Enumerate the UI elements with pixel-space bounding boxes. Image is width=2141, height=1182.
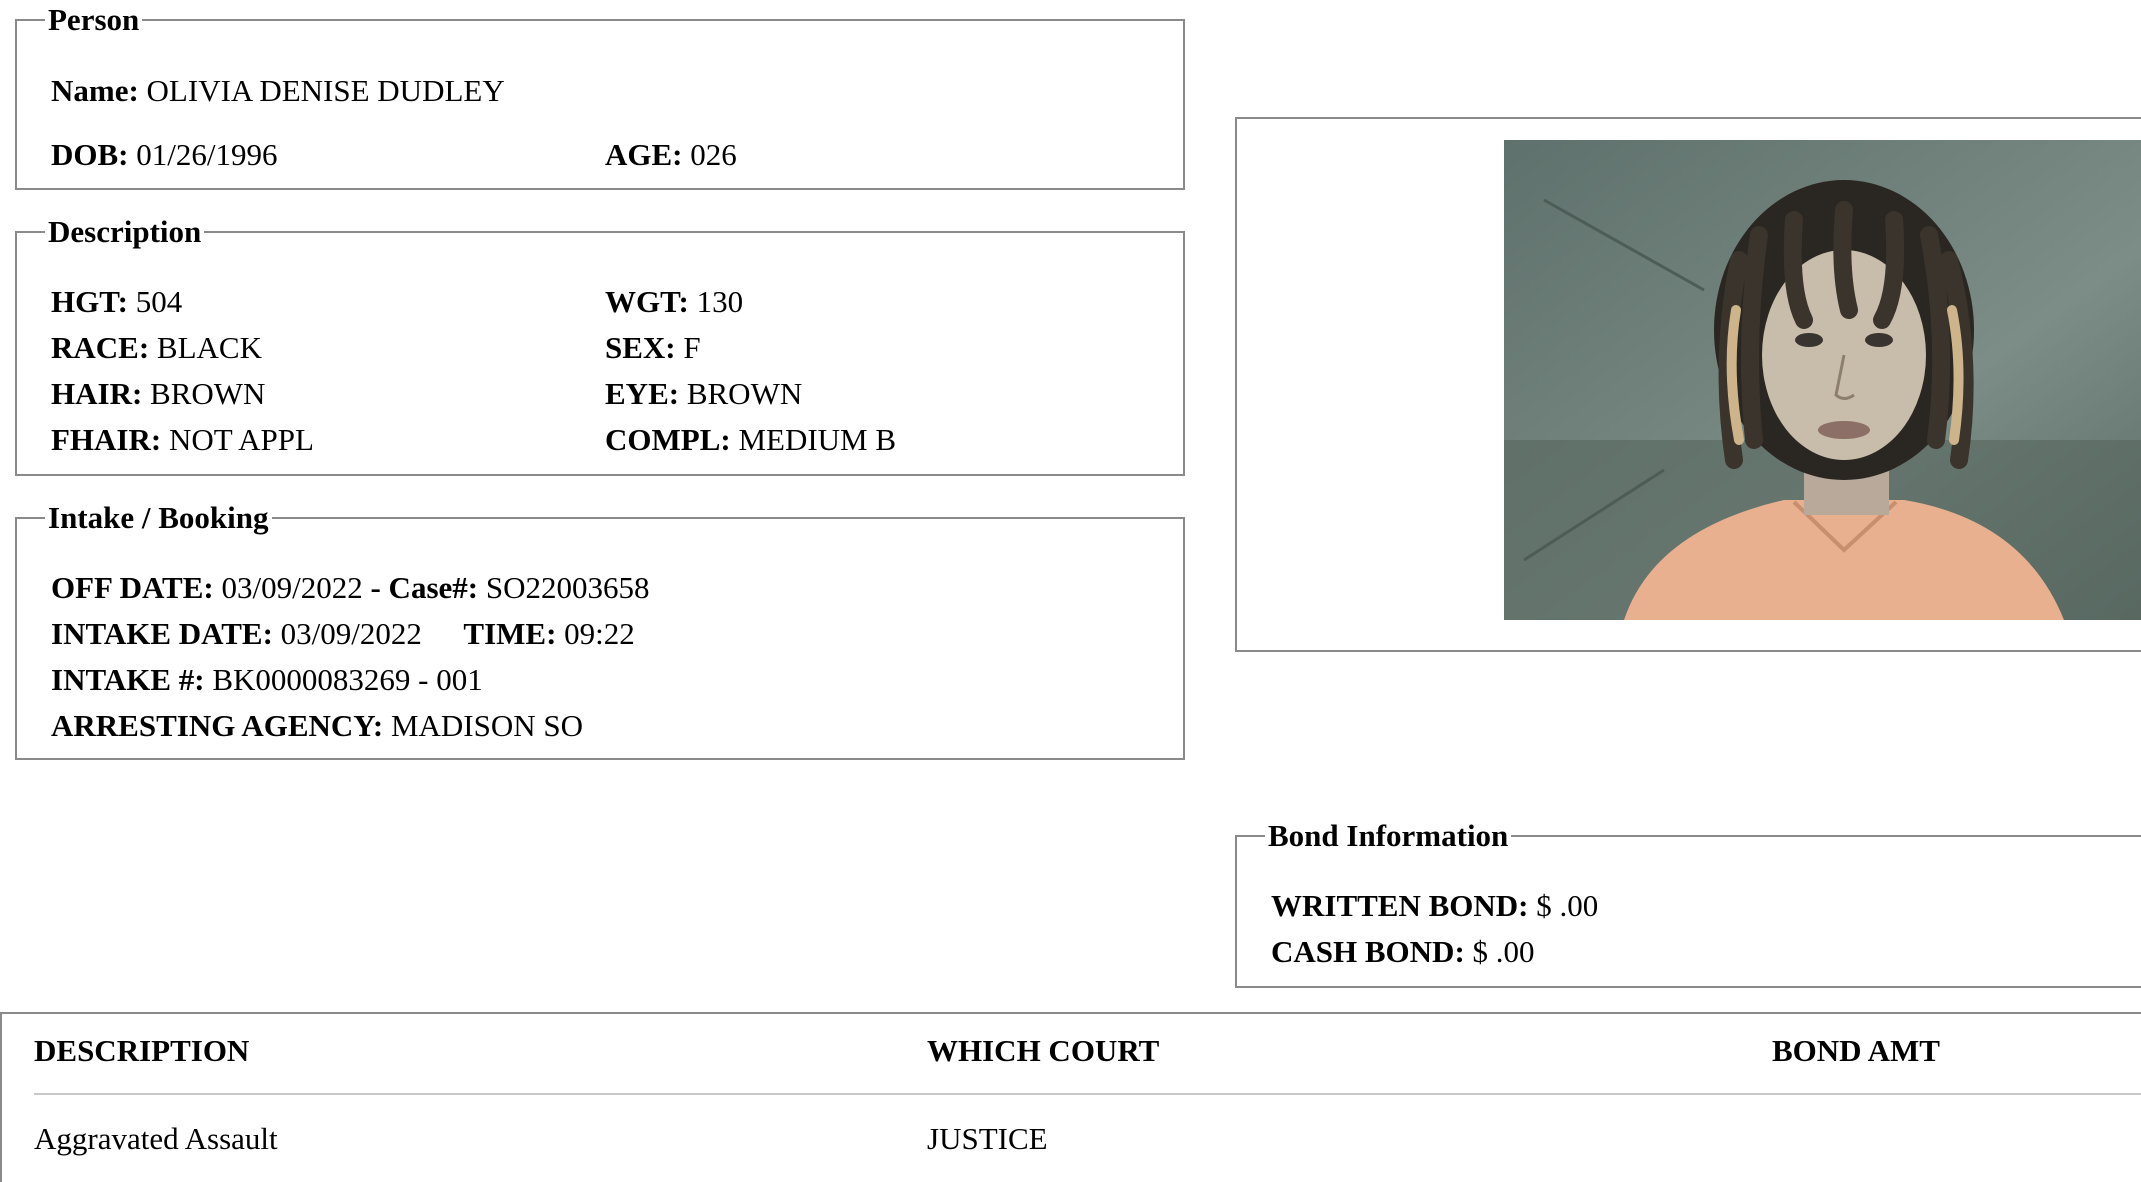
intake-date-label: INTAKE DATE: [51,616,273,651]
race-value: BLACK [156,330,262,365]
cash-bond-row: CASH BOND: $ .00 [1271,936,1535,967]
arresting-agency-value: MADISON SO [390,708,583,743]
age-value: 026 [690,137,737,172]
dob-label: DOB: [51,137,129,172]
bond-information-section: Bond Information WRITTEN BOND: $ .00 CAS… [1235,820,2141,988]
dob-value: 01/26/1996 [136,137,278,172]
name-row: Name: OLIVIA DENISE DUDLEY [51,75,505,106]
mugshot-illustration [1504,140,2141,620]
intake-number-value: BK0000083269 - 001 [212,662,483,697]
compl-row: COMPL: MEDIUM B [605,424,896,455]
eye-label: EYE: [605,376,680,411]
written-bond-value: $ .00 [1536,888,1599,923]
cash-bond-label: CASH BOND: [1271,934,1465,969]
dob-row: DOB: 01/26/1996 [51,139,277,170]
name-value: OLIVIA DENISE DUDLEY [146,73,505,108]
sex-label: SEX: [605,330,676,365]
header-which-court: WHICH COURT [927,1033,1160,1068]
header-description: DESCRIPTION [34,1033,250,1068]
header-divider [34,1093,2141,1095]
intake-number-label: INTAKE #: [51,662,205,697]
hair-label: HAIR: [51,376,143,411]
sex-value: F [683,330,701,365]
time-value: 09:22 [564,616,635,651]
hair-value: BROWN [150,376,266,411]
arresting-agency-label: ARRESTING AGENCY: [51,708,384,743]
intake-number-row: INTAKE #: BK0000083269 - 001 [51,664,483,695]
fhair-row: FHAIR: NOT APPL [51,424,314,455]
intake-booking-section: Intake / Booking OFF DATE: 03/09/2022 - … [15,502,1185,760]
wgt-label: WGT: [605,284,689,319]
name-label: Name: [51,73,139,108]
wgt-row: WGT: 130 [605,286,743,317]
intake-legend: Intake / Booking [48,500,269,535]
race-row: RACE: BLACK [51,332,262,363]
header-bond-amt: BOND AMT [1772,1033,1940,1068]
case-value: SO22003658 [485,570,650,605]
fhair-label: FHAIR: [51,422,162,457]
charge-description: Aggravated Assault [34,1121,278,1156]
photo-frame [1235,117,2141,652]
case-label: - Case#: [370,570,479,605]
description-section: Description HGT: 504 WGT: 130 RACE: BLAC… [15,216,1185,476]
intake-date-row: INTAKE DATE: 03/09/2022 TIME: 09:22 [51,618,635,649]
compl-label: COMPL: [605,422,731,457]
hair-row: HAIR: BROWN [51,378,265,409]
written-bond-label: WRITTEN BOND: [1271,888,1529,923]
time-label: TIME: [463,616,557,651]
mugshot-photo [1504,140,2141,620]
bond-legend: Bond Information [1268,818,1509,853]
description-legend: Description [48,214,202,249]
eye-value: BROWN [686,376,803,411]
fhair-value: NOT APPL [168,422,314,457]
intake-date-value: 03/09/2022 [280,616,422,651]
hgt-value: 504 [135,284,183,319]
charge-court: JUSTICE [927,1121,1048,1156]
compl-value: MEDIUM B [738,422,897,457]
wgt-value: 130 [696,284,744,319]
off-date-row: OFF DATE: 03/09/2022 - Case#: SO22003658 [51,572,649,603]
charges-table [0,1012,2141,1182]
sex-row: SEX: F [605,332,701,363]
hgt-row: HGT: 504 [51,286,182,317]
written-bond-row: WRITTEN BOND: $ .00 [1271,890,1598,921]
person-legend: Person [48,2,140,37]
race-label: RACE: [51,330,150,365]
hgt-label: HGT: [51,284,128,319]
age-label: AGE: [605,137,683,172]
age-row: AGE: 026 [605,139,737,170]
off-date-label: OFF DATE: [51,570,214,605]
off-date-value: 03/09/2022 [221,570,363,605]
arresting-agency-row: ARRESTING AGENCY: MADISON SO [51,710,583,741]
eye-row: EYE: BROWN [605,378,802,409]
cash-bond-value: $ .00 [1472,934,1535,969]
person-section: Person Name: OLIVIA DENISE DUDLEY DOB: 0… [15,4,1185,190]
